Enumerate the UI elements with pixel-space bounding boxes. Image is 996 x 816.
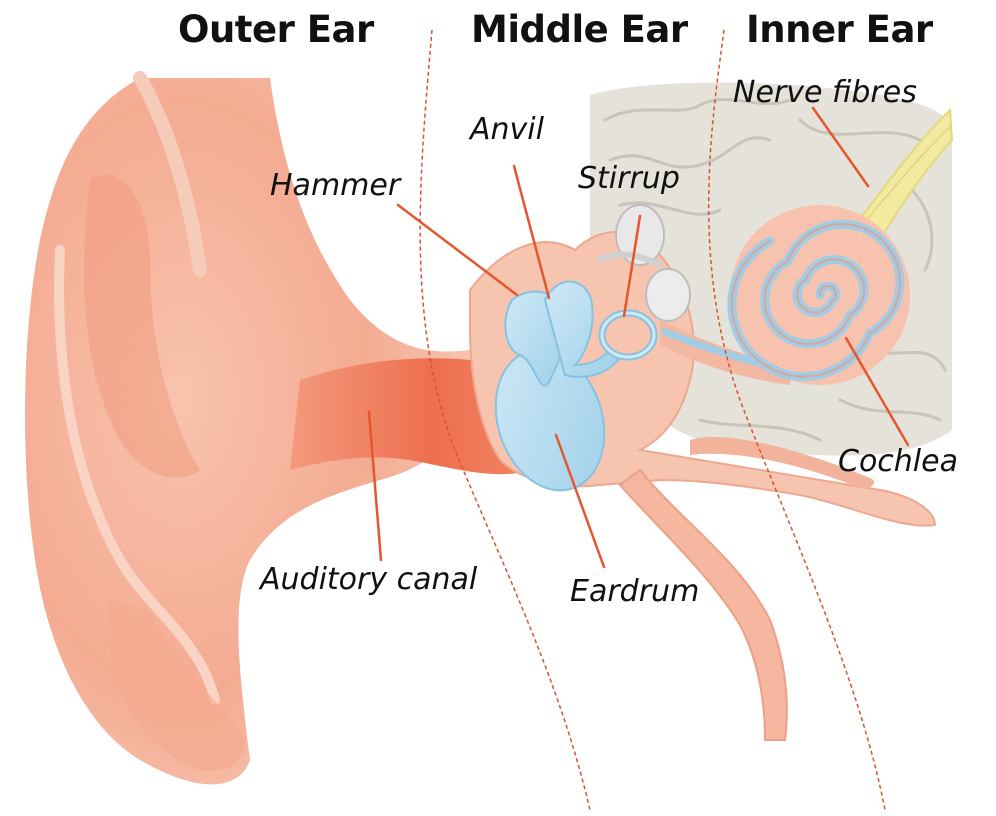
outer-ear-heading: Outer Ear [178,8,374,51]
inner-ear-heading: Inner Ear [746,8,933,51]
nerve-fibres-label: Nerve fibres [733,75,917,110]
hammer-label: Hammer [270,168,400,203]
cochlea-label: Cochlea [838,444,958,479]
stirrup-label: Stirrup [578,161,680,196]
hammer-leader-line [398,205,517,295]
auditory-canal-label: Auditory canal [260,562,477,597]
middle-ear-heading: Middle Ear [471,8,688,51]
eardrum-label: Eardrum [570,574,699,609]
anvil-label: Anvil [470,112,544,147]
